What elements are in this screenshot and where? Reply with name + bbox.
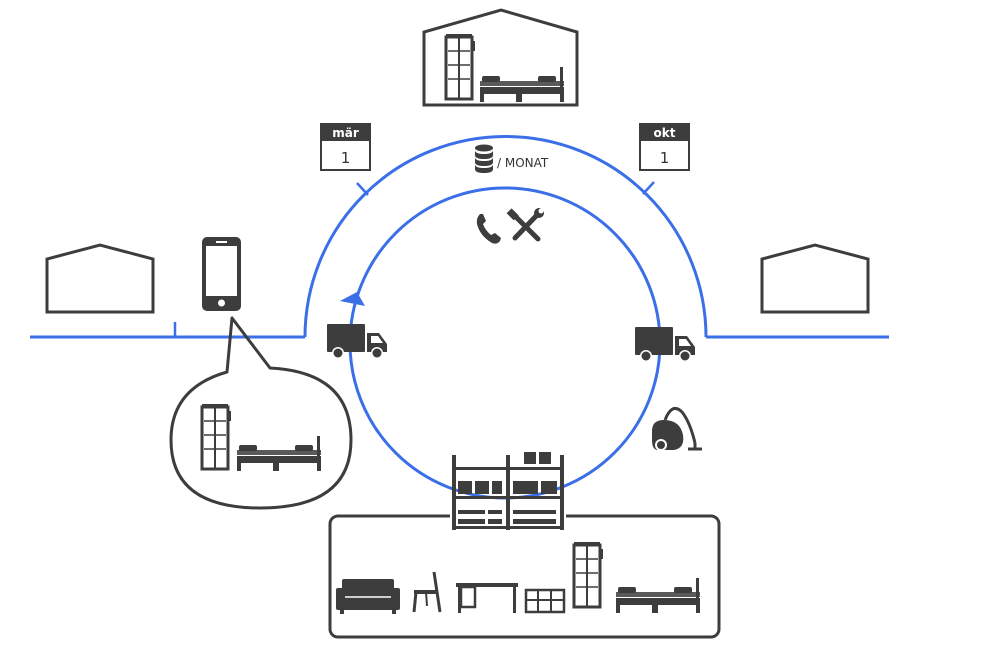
- desk-icon: [456, 583, 518, 613]
- truck-icon: [635, 327, 695, 362]
- calendar-month: mär: [332, 126, 359, 140]
- speech-bubble: [169, 316, 353, 510]
- coins-icon: [475, 144, 493, 173]
- phone-icon: [476, 214, 501, 244]
- house-right: [760, 243, 870, 314]
- calendar-day: 1: [341, 149, 351, 167]
- house-top: [422, 8, 579, 107]
- shelf-icon: [524, 588, 566, 614]
- sofa-icon: [336, 579, 400, 614]
- wardrobe-icon: [200, 402, 233, 471]
- bed-icon: [237, 436, 321, 471]
- calendar-icon: mär 1: [320, 123, 371, 171]
- storage-cycle-circle: [348, 186, 662, 500]
- monthly-fee-label: / MONAT: [497, 156, 549, 170]
- outer-arc: [303, 135, 708, 338]
- chair-icon: [412, 571, 442, 613]
- bed-icon: [480, 67, 564, 102]
- storage-unit-box: [328, 514, 721, 639]
- calendar-icon: okt 1: [639, 123, 690, 171]
- truck-icon: [327, 324, 387, 359]
- calendar-month: okt: [654, 126, 676, 140]
- house-left: [45, 243, 155, 314]
- wardrobe-icon: [572, 540, 605, 609]
- direction-arrow-icon: [340, 292, 365, 306]
- tools-icon: [506, 208, 544, 242]
- calendar-day: 1: [660, 149, 670, 167]
- bed-icon: [616, 578, 700, 613]
- arc-tick-left: [356, 182, 369, 196]
- vacuum-icon: [652, 406, 702, 451]
- phone-icon: [202, 237, 241, 311]
- wardrobe-icon: [444, 32, 477, 101]
- arc-tick-right: [642, 181, 655, 195]
